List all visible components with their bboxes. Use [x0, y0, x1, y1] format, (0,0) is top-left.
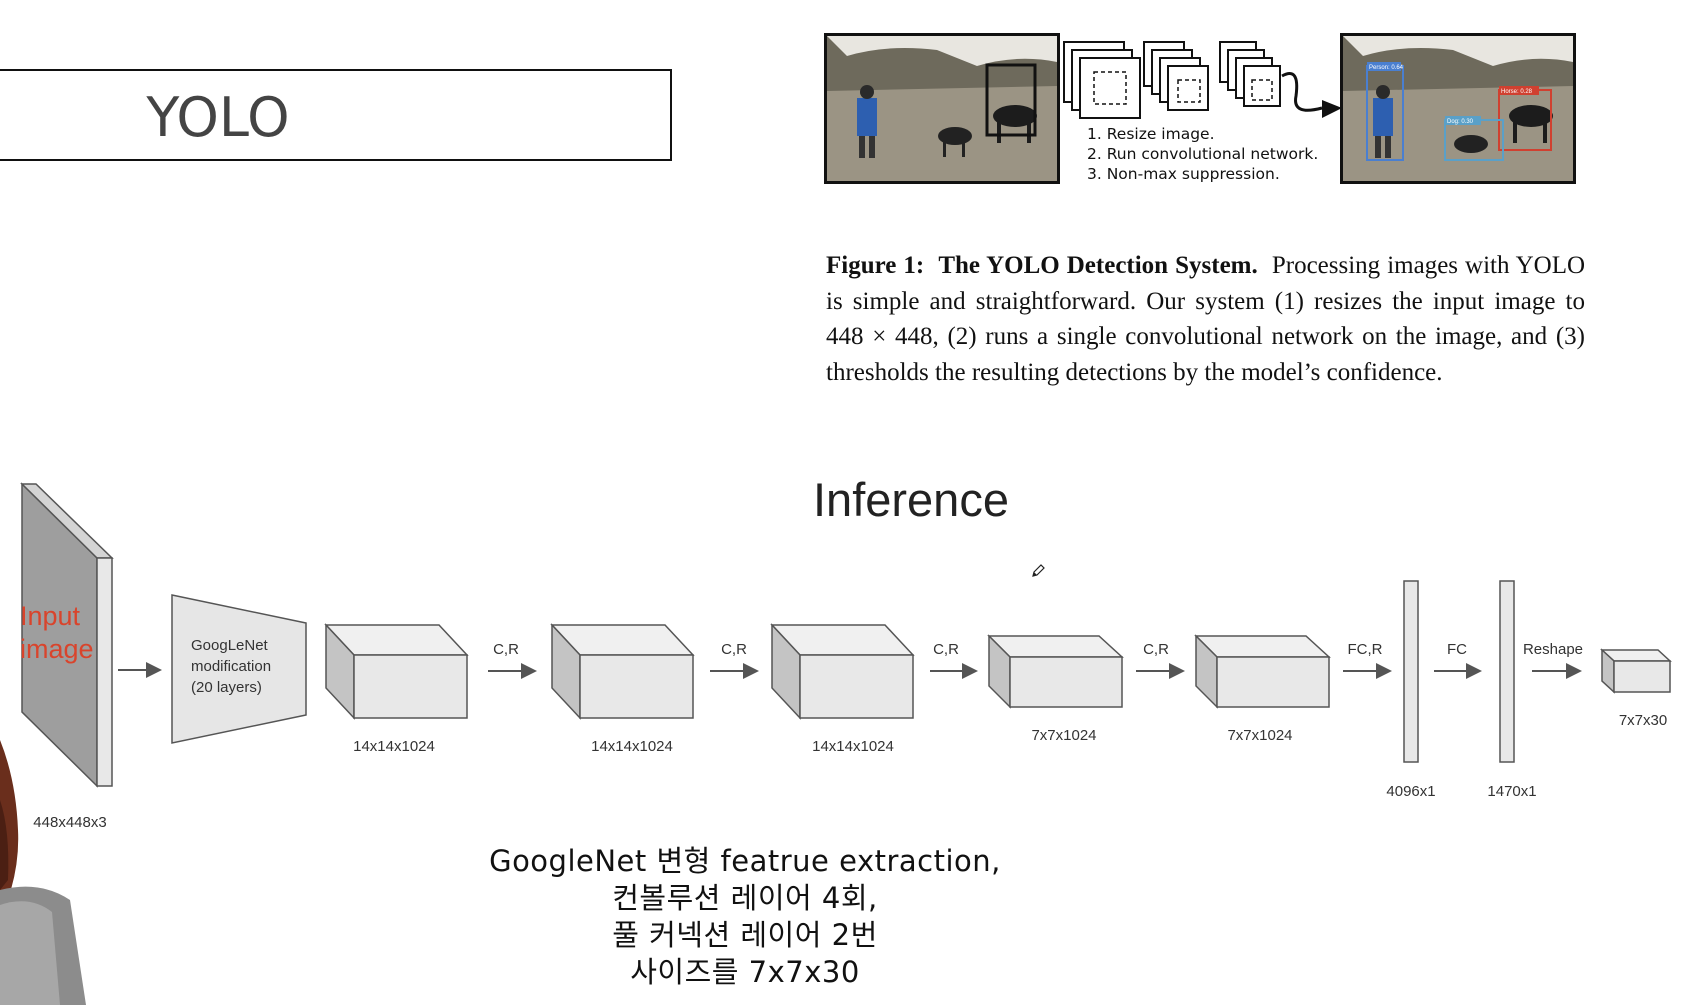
- output-dims: 7x7x30: [1618, 712, 1668, 729]
- step-2: 2. Run convolutional network.: [1087, 145, 1319, 163]
- op-label-1: C,R: [493, 641, 519, 658]
- step-1: 1. Resize image.: [1087, 125, 1215, 143]
- feature-block-1: [324, 623, 469, 720]
- subtitle-line-3: 풀 커넥션 레이어 2번: [612, 918, 878, 952]
- op-label-4: C,R: [1143, 641, 1169, 658]
- detection-person: Person: 0.64: [1369, 65, 1404, 71]
- op-label-3: C,R: [933, 641, 959, 658]
- block-5-dims: 7x7x1024: [1227, 727, 1293, 744]
- op-label-5: FC,R: [1347, 641, 1383, 658]
- feature-block-5: [1194, 634, 1331, 709]
- slide-title: YOLO: [146, 85, 290, 149]
- input-label-line1: Input: [20, 601, 81, 631]
- inference-heading: Inference: [813, 473, 1009, 526]
- caption-body: Processing images with YOLO is simple an…: [826, 252, 1586, 386]
- slide-title-box: YOLO: [0, 69, 672, 161]
- googlenet-line1: GoogLeNet: [191, 637, 268, 654]
- block-4-dims: 7x7x1024: [1031, 727, 1097, 744]
- yolo-architecture-diagram: [20, 482, 1672, 788]
- caption-title: The YOLO Detection System.: [938, 252, 1258, 279]
- subtitle-line-2: 컨볼루션 레이어 4회,: [612, 881, 878, 915]
- resize-conv-diagram: [1063, 41, 1342, 119]
- subtitle-line-4: 사이즈를 7x7x30: [630, 955, 860, 989]
- fc-vector-4096: [1403, 580, 1419, 763]
- input-dims: 448x448x3: [33, 814, 107, 831]
- caption-label: Figure 1:: [826, 252, 925, 279]
- step-3: 3. Non-max suppression.: [1087, 165, 1280, 183]
- op-label-6: FC: [1447, 641, 1467, 658]
- output-block: [1600, 648, 1672, 694]
- fc-vector-1470: [1499, 580, 1515, 763]
- block-3-dims: 14x14x1024: [812, 738, 894, 755]
- block-2-dims: 14x14x1024: [591, 738, 673, 755]
- googlenet-label: GoogLeNet modification (20 layers): [191, 635, 271, 698]
- input-photo: [824, 33, 1060, 184]
- processing-steps: 1. Resize image. 2. Run convolutional ne…: [1087, 124, 1318, 184]
- googlenet-block: [171, 594, 307, 744]
- googlenet-line2: modification: [191, 658, 272, 675]
- feature-block-3: [770, 623, 915, 720]
- figure-caption: Figure 1: The YOLO Detection System. Pro…: [826, 248, 1585, 390]
- feature-block-2: [550, 623, 695, 720]
- op-label-2: C,R: [721, 641, 747, 658]
- presenter-video-thumbnail: [0, 740, 86, 1005]
- subtitle-block: GoogleNet 변형 featrue extraction, 컨볼루션 레이…: [440, 843, 1050, 991]
- vector-4096-dims: 4096x1: [1386, 783, 1436, 800]
- input-label-line2: image: [20, 634, 94, 664]
- vector-1470-dims: 1470x1: [1487, 783, 1537, 800]
- feature-block-4: [987, 634, 1124, 709]
- googlenet-line3: (20 layers): [191, 679, 262, 696]
- subtitle-line-1: GoogleNet 변형 featrue extraction,: [489, 844, 1001, 878]
- pen-cursor-icon: [1032, 564, 1045, 577]
- block-1-dims: 14x14x1024: [353, 738, 435, 755]
- detection-dog: Dog: 0.30: [1447, 119, 1474, 125]
- input-image-label: Input image: [20, 600, 94, 666]
- detection-horse: Horse: 0.28: [1501, 89, 1533, 95]
- op-label-7: Reshape: [1522, 641, 1584, 658]
- output-photo: Person: 0.64 Horse: 0.28 Dog: 0.30: [1340, 33, 1576, 184]
